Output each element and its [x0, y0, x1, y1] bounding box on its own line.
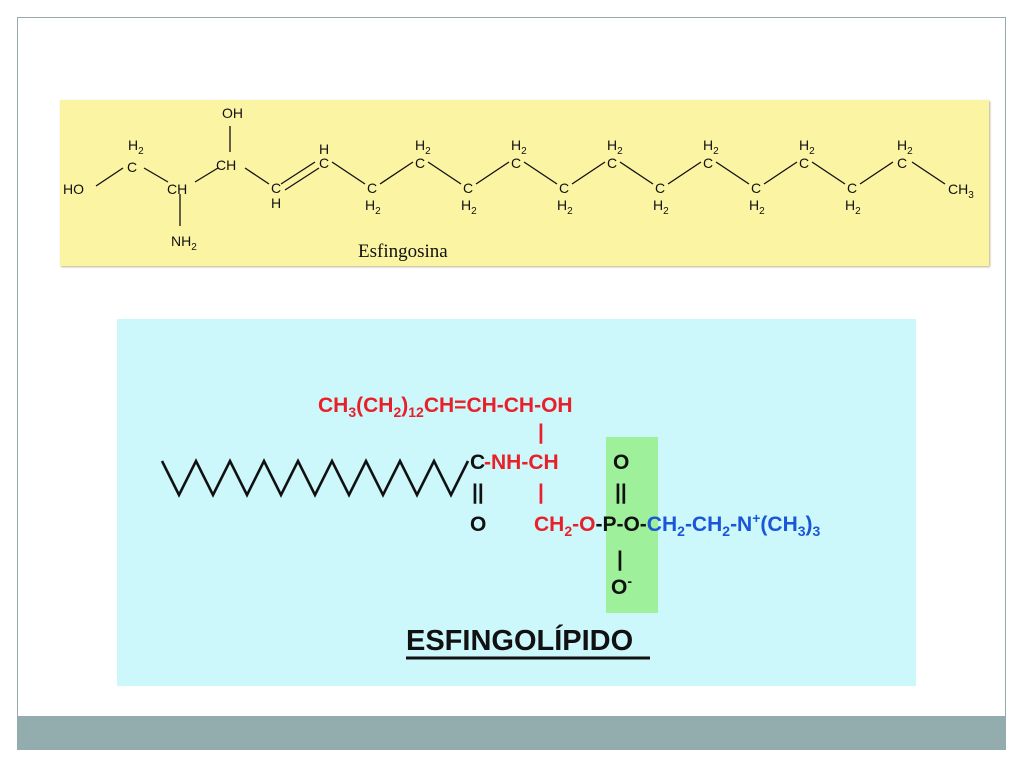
sphingosine-structure: OH HO H2 C CH NH2 CH C H H C C H2 C H2 C…	[63, 105, 974, 262]
ch-label: CH	[167, 181, 187, 197]
chain-carbon-low: C	[847, 180, 857, 196]
chain-h2-low: H2	[749, 197, 765, 217]
ho-left-label: HO	[63, 181, 84, 197]
chain-carbon-low: C	[655, 180, 665, 196]
chain-carbon-high: C	[415, 155, 425, 171]
sphingosine-chain-formula: CH3(CH2)12CH=CH-CH-OH	[318, 394, 573, 420]
vertical-bond-lower: |	[538, 481, 544, 504]
chain-carbon-low: C	[559, 180, 569, 196]
ch-oh-label: CH	[216, 157, 236, 173]
phosphate-oxygen-top: O	[613, 451, 629, 474]
footer-bar	[17, 716, 1006, 750]
sphingosine-caption: Esfingosina	[358, 241, 448, 262]
alkene-carbon-1: C	[271, 180, 281, 196]
carbon-label: C	[127, 159, 137, 175]
nh2-label: NH2	[171, 233, 197, 253]
fatty-acid-chain	[160, 458, 470, 498]
chain-h2-low: H2	[461, 197, 477, 217]
sphingolipid-panel: CH3(CH2)12CH=CH-CH-OH | C -NH-CH O || | …	[117, 319, 916, 686]
chain-h2-low: H2	[557, 197, 573, 217]
phosphate-oxygen-minus: O-	[611, 573, 632, 599]
phosphate-highlight	[606, 437, 658, 613]
chain-h2-high: H2	[511, 137, 527, 157]
sphingosine-bonds	[95, 126, 946, 226]
chain-carbon-low: C	[367, 180, 377, 196]
chain-h2-high: H2	[897, 137, 913, 157]
amide-nh-ch: -NH-CH	[484, 451, 559, 474]
chain-carbon-high: C	[703, 155, 713, 171]
sphingosine-labels: OH HO H2 C CH NH2 CH C H H C C H2 C H2 C…	[63, 105, 974, 253]
alkene-h-2: H	[319, 141, 329, 157]
sphingolipid-structure: CH3(CH2)12CH=CH-CH-OH | C -NH-CH O || | …	[160, 394, 821, 660]
amide-carbon: C	[470, 451, 485, 474]
phosphate-single-bond: |	[617, 548, 623, 571]
carbonyl-double-bond: ||	[472, 481, 484, 504]
chain-h2-high: H2	[607, 137, 623, 157]
sphingolipid-title: ESFINGOLÍPIDO	[406, 623, 633, 657]
vertical-bond-upper: |	[538, 421, 544, 444]
chain-h2-low: H2	[653, 197, 669, 217]
carbonyl-oxygen: O	[470, 513, 486, 536]
chain-carbon-low: C	[751, 180, 761, 196]
phosphate-double-bond: ||	[615, 481, 627, 504]
oh-top-label: OH	[222, 105, 243, 121]
chain-carbon-high: C	[799, 155, 809, 171]
chain-h2-high: H2	[703, 137, 719, 157]
alkene-h-1: H	[271, 195, 281, 211]
chain-carbon-high: C	[897, 155, 907, 171]
chain-h2-high: H2	[415, 137, 431, 157]
chain-h2-high: H2	[799, 137, 815, 157]
chain-carbon-high: C	[511, 155, 521, 171]
chain-carbon-low: C	[463, 180, 473, 196]
ch3-label: CH3	[948, 181, 974, 201]
chain-carbon-high: C	[607, 155, 617, 171]
chain-h2-low: H2	[845, 197, 861, 217]
phosphocholine-line: CH2-O-P-O-CH2-CH2-N+(CH3)3	[534, 510, 821, 539]
h2-label: H2	[128, 137, 144, 157]
alkene-carbon-2: C	[319, 155, 329, 171]
sphingosine-panel: OH HO H2 C CH NH2 CH C H H C C H2 C H2 C…	[60, 100, 989, 266]
chain-h2-low: H2	[365, 197, 381, 217]
